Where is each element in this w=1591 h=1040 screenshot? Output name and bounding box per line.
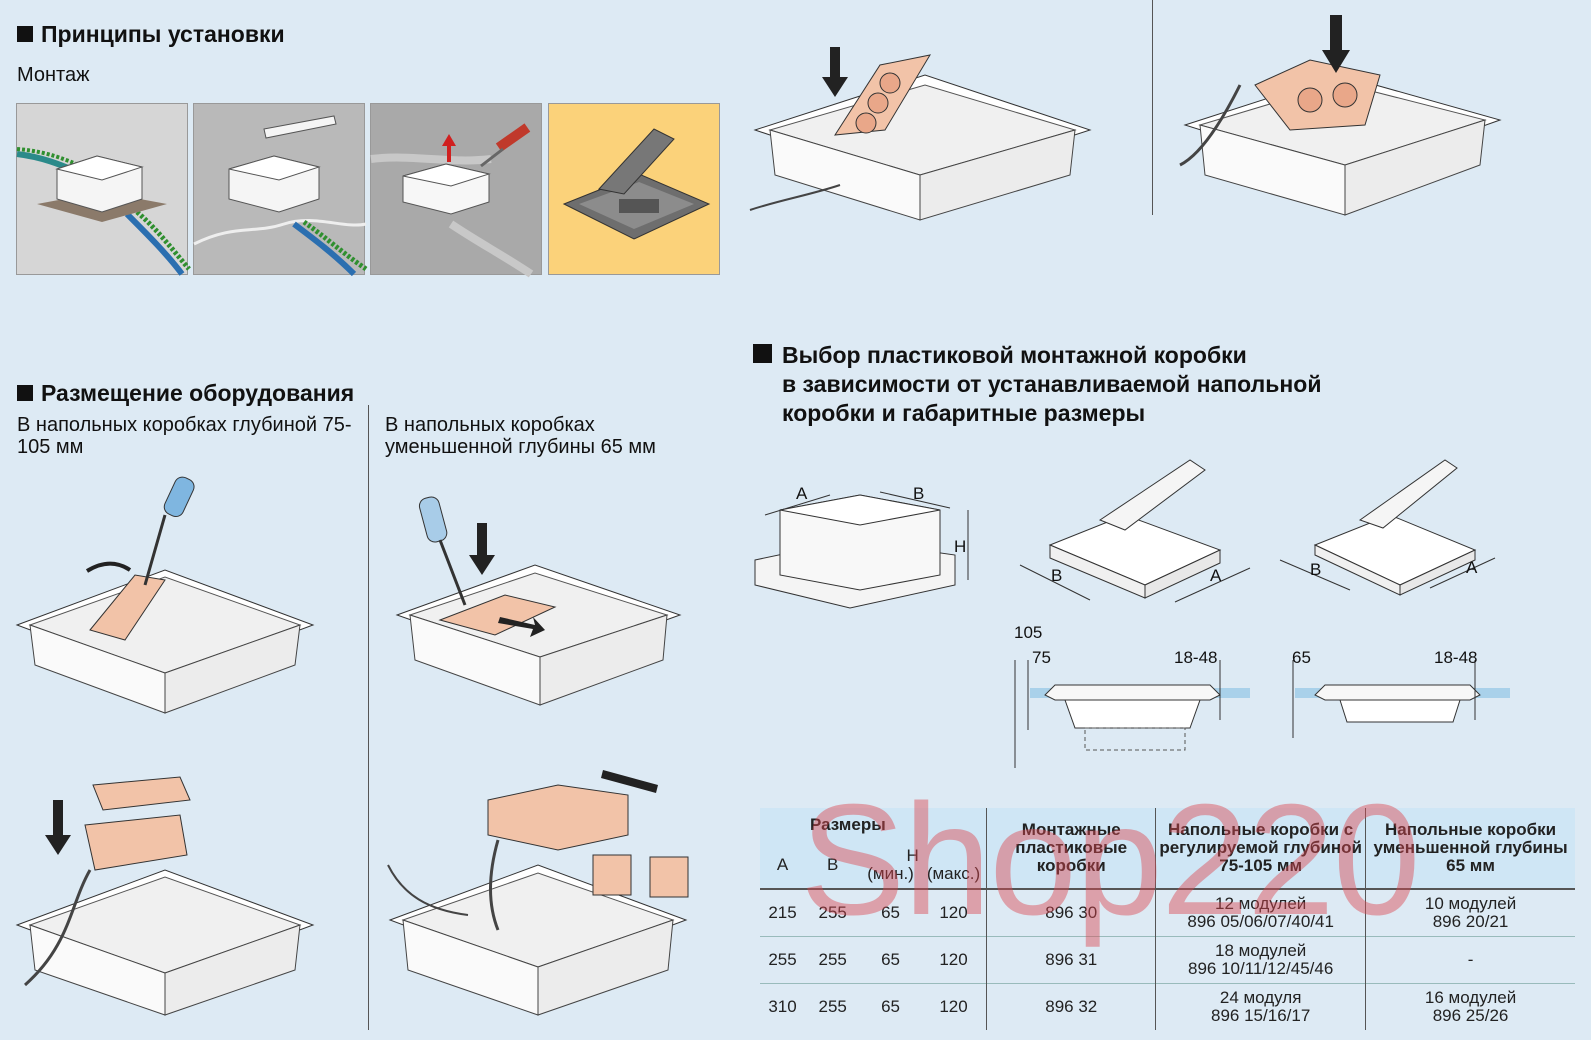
cell-adj-line2: 896 15/16/17 xyxy=(1211,1006,1311,1025)
dim-label-105: 105 xyxy=(1014,623,1043,642)
floor-box-adjustable-drawing xyxy=(1019,459,1251,603)
dim-label-a3: A xyxy=(1466,558,1478,577)
socket-install-illustration-2 xyxy=(1179,15,1502,216)
socket-install-illustration-1 xyxy=(749,47,1092,221)
selection-title-line1: Выбор пластиковой монтажной коробки xyxy=(753,341,1321,370)
cell-reduced: - xyxy=(1365,936,1575,984)
step-photo-2 xyxy=(193,103,368,277)
cell-a: 310 xyxy=(760,983,806,1030)
dim-label-b1: B xyxy=(913,484,925,503)
selection-table: Размеры Монтажные пластиковые коробки На… xyxy=(760,808,1575,1030)
bullet-square-icon xyxy=(753,344,772,363)
step-photo-1 xyxy=(16,103,191,276)
cell-adj-line1: 18 модулей xyxy=(1214,941,1307,960)
cell-mount: 896 30 xyxy=(986,888,1156,937)
cell-red-line1: - xyxy=(1467,950,1474,969)
header-reduced: Напольные коробки уменьшенной глубины 65… xyxy=(1365,808,1575,889)
cell-hmin: 65 xyxy=(860,888,921,937)
header-h-min: H (мин.) xyxy=(860,842,920,889)
step-photo-3 xyxy=(370,103,542,278)
cell-adj-line1: 24 модуля xyxy=(1219,988,1302,1007)
placement-title-text: Размещение оборудования xyxy=(41,380,355,406)
install-title: Принципы установки xyxy=(17,21,285,48)
header-h-min-label: (мин.) xyxy=(867,864,914,883)
header-adjustable: Напольные коробки с регулируемой глубино… xyxy=(1155,808,1366,889)
dim-label-18-48b: 18-48 xyxy=(1434,648,1478,667)
top-divider xyxy=(1152,0,1153,215)
cell-b: 255 xyxy=(805,983,861,1030)
cell-mount: 896 31 xyxy=(986,936,1156,984)
placement-divider xyxy=(368,405,369,1030)
placement-illustration-3 xyxy=(395,496,682,706)
cell-mount: 896 32 xyxy=(986,983,1156,1030)
cell-adj-line2: 896 05/06/07/40/41 xyxy=(1187,912,1334,931)
header-sizes: Размеры xyxy=(810,815,886,834)
dim-label-65: 65 xyxy=(1292,648,1311,667)
header-a: A xyxy=(776,855,789,874)
bullet-square-icon xyxy=(17,385,33,401)
install-subtitle: Монтаж xyxy=(17,64,90,86)
dim-label-75: 75 xyxy=(1032,648,1051,667)
cell-red-line1: 10 модулей xyxy=(1424,894,1517,913)
selection-title: Выбор пластиковой монтажной коробки в за… xyxy=(753,341,1321,428)
dim-label-b2: B xyxy=(1051,566,1063,585)
placement-left-caption: В напольных коробках глубиной 75-105 мм xyxy=(17,414,352,458)
dim-label-a1: A xyxy=(796,484,808,503)
header-b: B xyxy=(827,855,839,874)
placement-illustration-4 xyxy=(387,770,689,1016)
cell-b: 255 xyxy=(805,936,861,984)
dim-label-b3: B xyxy=(1310,560,1322,579)
placement-title: Размещение оборудования xyxy=(17,380,354,407)
header-h-max-label: (макс.) xyxy=(926,864,981,883)
bullet-square-icon xyxy=(17,26,33,42)
install-title-text: Принципы установки xyxy=(41,21,285,47)
profile-adjustable-drawing xyxy=(1014,660,1250,768)
cell-red-line1: 16 модулей xyxy=(1424,988,1517,1007)
dim-label-18-48: 18-48 xyxy=(1174,648,1218,667)
step2-illustration xyxy=(193,115,368,277)
dim-label-a2: A xyxy=(1210,566,1222,585)
step4-illustration xyxy=(562,128,711,240)
cell-hmax: 120 xyxy=(920,936,987,984)
table-header-row-1: Размеры Монтажные пластиковые коробки На… xyxy=(760,808,1575,889)
cell-b: 255 xyxy=(805,888,861,937)
cell-red-line2: 896 20/21 xyxy=(1432,912,1509,931)
cell-adj-line1: 12 модулей xyxy=(1214,894,1307,913)
mount-box-drawing xyxy=(754,491,969,609)
cell-hmax: 120 xyxy=(920,888,987,937)
cell-a: 255 xyxy=(760,936,806,984)
placement-right-caption: В напольных коробках уменьшенной глубины… xyxy=(385,414,656,458)
floor-box-reduced-drawing xyxy=(1279,459,1496,596)
header-h-max: (макс.) xyxy=(921,842,987,889)
header-mount: Монтажные пластиковые коробки xyxy=(986,808,1156,889)
selection-title-text1: Выбор пластиковой монтажной коробки xyxy=(782,342,1247,368)
step1-illustration xyxy=(16,147,191,276)
step3-illustration xyxy=(370,123,534,278)
step-photo-4 xyxy=(548,103,720,275)
cell-adj-line2: 896 10/11/12/45/46 xyxy=(1188,959,1334,978)
cell-red-line2: 896 25/26 xyxy=(1432,1006,1509,1025)
cell-hmin: 65 xyxy=(860,983,921,1030)
cell-a: 215 xyxy=(760,888,806,937)
header-h-max-spacer xyxy=(923,847,985,865)
profile-reduced-drawing xyxy=(1292,660,1510,738)
placement-illustration-1 xyxy=(15,476,315,714)
selection-title-line3: коробки и габаритные размеры xyxy=(782,400,1146,426)
placement-illustration-2 xyxy=(15,776,315,1016)
header-h: H xyxy=(906,846,919,865)
cell-hmin: 65 xyxy=(860,936,921,984)
cell-hmax: 120 xyxy=(920,983,987,1030)
dim-label-h: H xyxy=(954,537,967,556)
selection-title-line2: в зависимости от устанавливаемой напольн… xyxy=(782,371,1322,397)
